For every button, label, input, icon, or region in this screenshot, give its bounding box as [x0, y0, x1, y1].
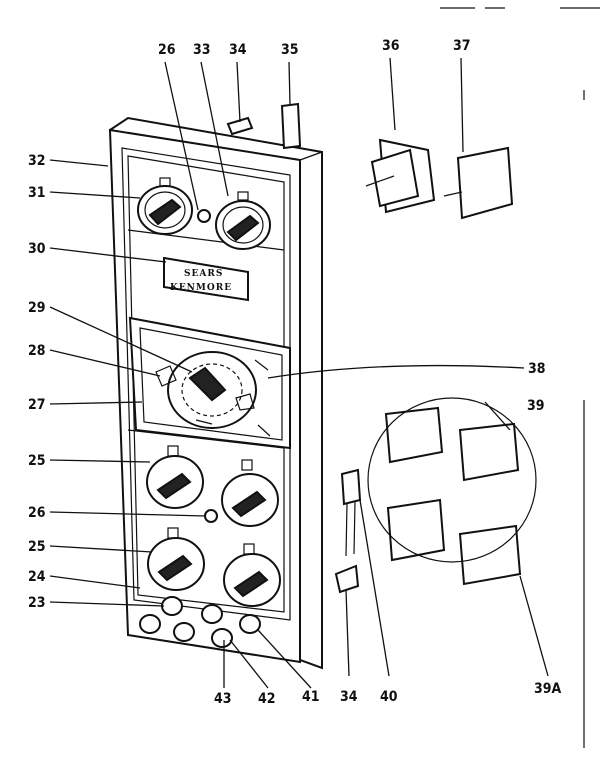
page-edge-marks [440, 7, 600, 748]
callout-label: 37 [453, 38, 471, 54]
callout-label: 41 [302, 689, 320, 705]
clip-top [280, 102, 302, 150]
callout-label: 38 [528, 361, 546, 377]
brand-line-2: KENMORE [170, 283, 232, 293]
callout-label: 36 [382, 38, 400, 54]
callout-label: 35 [281, 42, 299, 58]
knob-lower-right [223, 543, 281, 607]
knob-mid-left [146, 445, 204, 509]
callout-label: 42 [258, 691, 276, 707]
callout-label: 23 [28, 595, 46, 611]
callout-label: 39 [527, 398, 545, 414]
knob-blocks-39 [367, 397, 537, 586]
callout-label: 33 [193, 42, 211, 58]
bracket-lower [334, 564, 360, 594]
bracket-top [226, 116, 254, 136]
knob-mid-right [221, 459, 279, 527]
callout-label: 30 [28, 241, 46, 257]
brand-plate: SEARS KENMORE [163, 256, 249, 302]
indicator-light-top [197, 209, 211, 223]
top-knob-right [215, 191, 271, 250]
callout-label: 40 [380, 689, 398, 705]
callout-label: 29 [28, 300, 46, 316]
callout-label: 27 [28, 397, 46, 413]
callout-label: 43 [214, 691, 232, 707]
callout-label: 24 [28, 569, 46, 585]
brand-line-1: SEARS [184, 269, 223, 279]
callout-label: 34 [229, 42, 247, 58]
callout-label: 25 [28, 539, 46, 555]
knob-lower-left [147, 527, 205, 591]
leader-lines [49, 57, 549, 689]
indicator-light-lower [204, 509, 218, 523]
callout-label: 25 [28, 453, 46, 469]
callout-label: 31 [28, 185, 46, 201]
lamp-40 [340, 468, 362, 557]
knob-block-37 [443, 146, 514, 220]
callout-label: 39A [534, 681, 562, 697]
top-knob-left [137, 177, 193, 235]
callout-label: 28 [28, 343, 46, 359]
callout-labels: 26 33 34 35 36 37 32 31 30 29 28 38 27 3… [28, 38, 562, 707]
callout-label: 34 [340, 689, 358, 705]
callout-label: 32 [28, 153, 46, 169]
timer-switch [365, 138, 436, 214]
push-buttons [139, 596, 261, 648]
callout-label: 26 [158, 42, 176, 58]
callout-label: 26 [28, 505, 46, 521]
